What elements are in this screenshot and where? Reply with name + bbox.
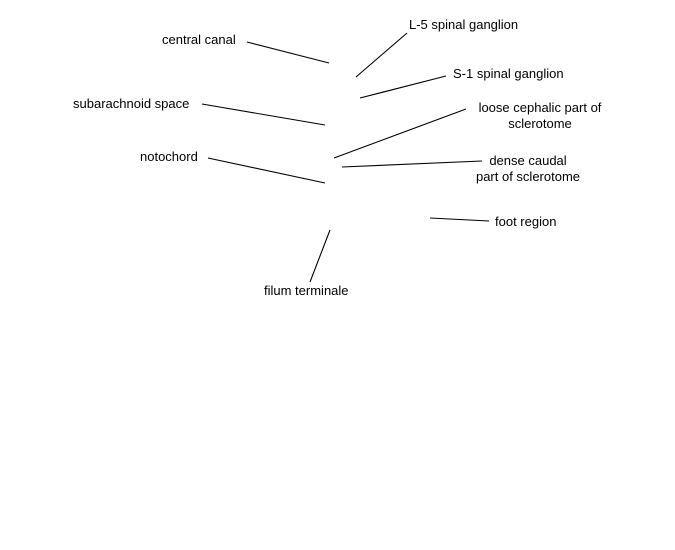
label-loose-cephalic-line1: loose cephalic part of: [478, 100, 602, 115]
label-s1-spinal-ganglion: S-1 spinal ganglion: [453, 66, 564, 81]
label-subarachnoid-space: subarachnoid space: [73, 96, 190, 111]
label-loose-cephalic-line2: sclerotome: [508, 116, 572, 131]
label-l5-spinal-ganglion: L-5 spinal ganglion: [409, 17, 519, 32]
label-dense-caudal-line2: part of sclerotome: [475, 169, 581, 184]
label-dense-caudal-sclerotome: dense caudal part of sclerotome: [466, 153, 590, 185]
leader-l5-spinal-ganglion: [355, 32, 408, 78]
leader-foot-region: [429, 217, 490, 222]
leader-notochord: [207, 157, 326, 184]
label-notochord: notochord: [140, 149, 198, 164]
label-loose-cephalic-sclerotome: loose cephalic part of sclerotome: [470, 100, 610, 132]
leader-filum-terminale: [309, 229, 331, 283]
label-foot-region: foot region: [495, 214, 557, 229]
leader-dense-caudal-sclerotome: [341, 160, 483, 168]
leader-subarachnoid-space: [201, 103, 326, 126]
label-central-canal: central canal: [162, 32, 236, 47]
label-filum-terminale: filum terminale: [264, 283, 349, 298]
leader-s1-spinal-ganglion: [359, 75, 447, 99]
leader-loose-cephalic-sclerotome: [333, 108, 467, 159]
leader-central-canal: [246, 41, 330, 64]
label-dense-caudal-line1: dense caudal: [489, 153, 567, 168]
